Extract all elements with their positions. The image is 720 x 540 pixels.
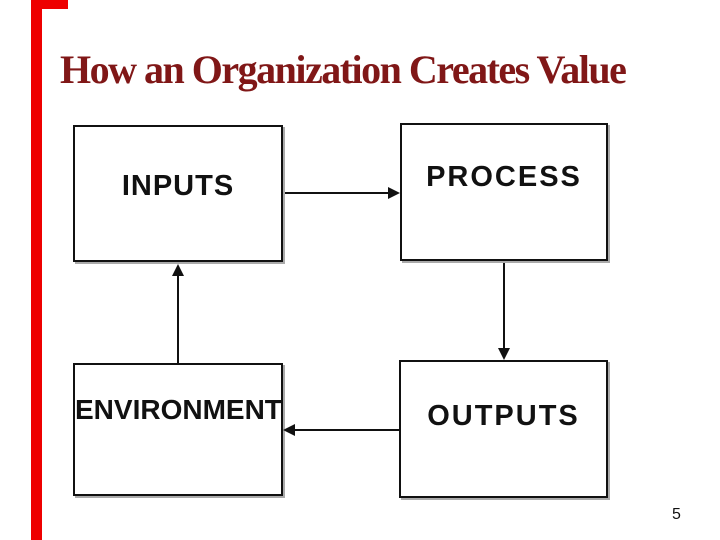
node-process: PROCESS bbox=[400, 123, 608, 261]
node-inputs-label: INPUTS bbox=[121, 170, 235, 202]
arrow-process-to-outputs-line bbox=[503, 263, 505, 349]
left-red-accent-bar bbox=[31, 0, 42, 540]
top-red-accent-bar bbox=[31, 0, 68, 9]
arrow-left-icon bbox=[283, 424, 295, 436]
node-process-label: PROCESS bbox=[426, 161, 582, 193]
arrow-outputs-to-environment-line bbox=[295, 429, 399, 431]
node-outputs-label: OUTPUTS bbox=[427, 400, 580, 432]
node-outputs: OUTPUTS bbox=[399, 360, 608, 498]
node-environment: ENVIRONMENT bbox=[73, 363, 283, 496]
arrow-up-icon bbox=[172, 264, 184, 276]
node-inputs: INPUTS bbox=[73, 125, 283, 262]
arrow-inputs-to-process-line bbox=[285, 192, 390, 194]
arrow-down-icon bbox=[498, 348, 510, 360]
arrow-environment-to-inputs-line bbox=[177, 275, 179, 363]
arrow-right-icon bbox=[388, 187, 400, 199]
slide-title: How an Organization Creates Value bbox=[60, 47, 627, 92]
page-number: 5 bbox=[672, 506, 681, 523]
node-environment-label: ENVIRONMENT bbox=[75, 394, 282, 425]
